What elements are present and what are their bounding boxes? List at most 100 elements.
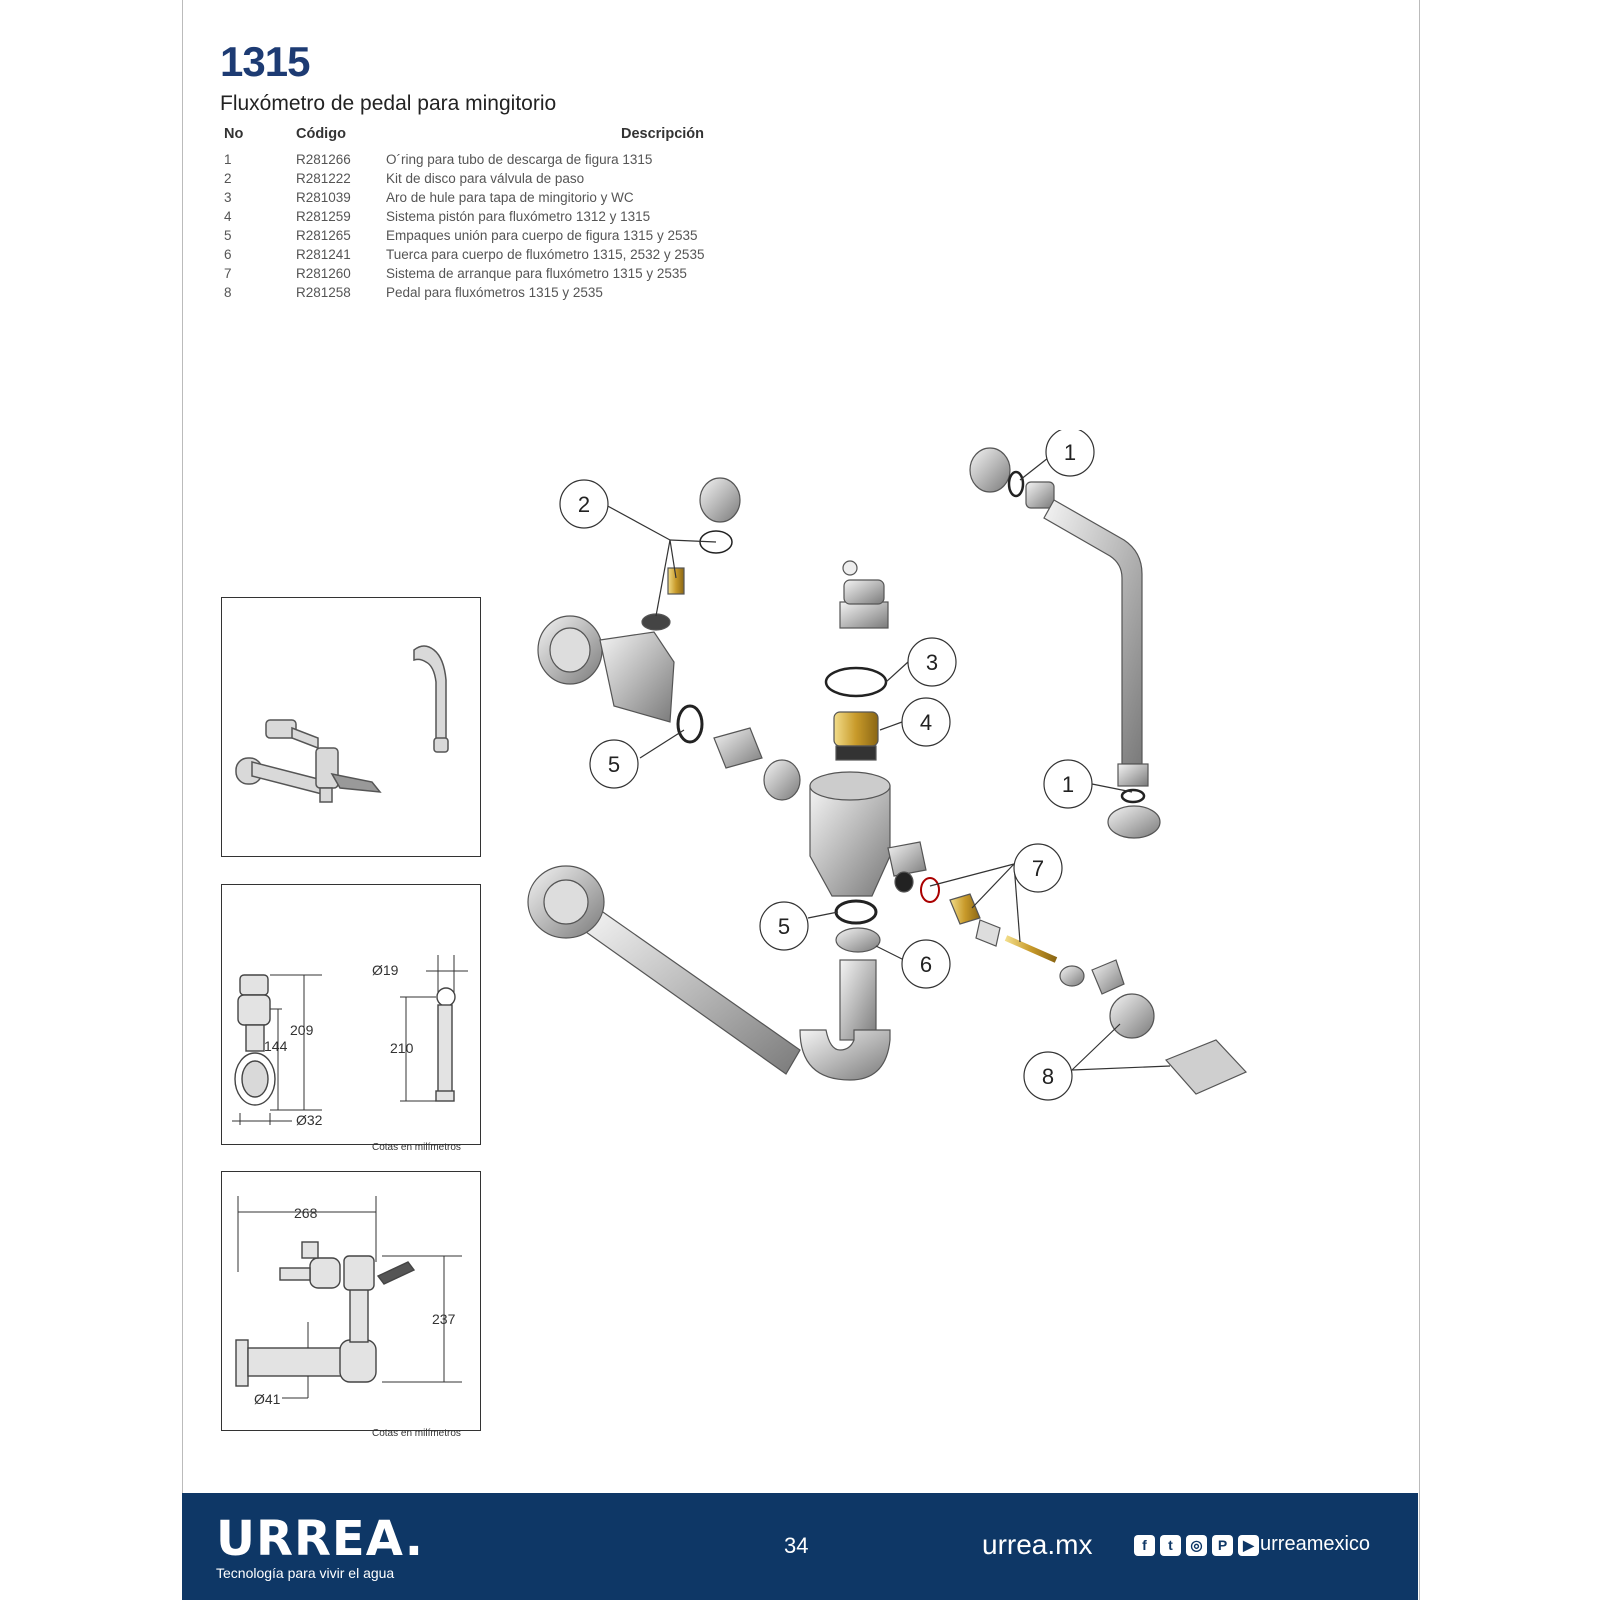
dim-268: 268 <box>294 1205 318 1221</box>
body-cap <box>839 601 889 629</box>
front-dimensions-drawing: 268 237 Ø41 <box>235 1196 462 1407</box>
row-no: 5 <box>224 228 232 243</box>
page-number: 34 <box>784 1533 809 1558</box>
svg-text:5: 5 <box>778 914 790 939</box>
nut-top <box>969 447 1011 493</box>
callout-5-upper: 5 <box>589 739 639 789</box>
svg-text:5: 5 <box>608 752 620 777</box>
urinal-spud-hole <box>543 879 589 925</box>
column-header-description: Descripción <box>621 126 704 142</box>
row-code: R281258 <box>296 285 351 300</box>
row-code: R281241 <box>296 247 351 262</box>
units-note: Cotas en milímetros <box>372 1428 461 1439</box>
urrea-logo: URREA. <box>216 1511 424 1567</box>
row-no: 4 <box>224 209 232 224</box>
side-dimensions-drawing: Ø19 209 144 210 Ø32 <box>232 955 468 1128</box>
flush-tube <box>1043 499 1143 765</box>
youtube-icon[interactable]: ▶ <box>1238 1535 1259 1556</box>
foot-pedal <box>1164 1039 1248 1095</box>
outlet-tube <box>839 959 877 1041</box>
disc-o-ring <box>699 530 733 554</box>
plunger-bushing <box>1059 965 1085 987</box>
table-row: 3 R281039 Aro de hule para tapa de mingito… <box>214 188 704 207</box>
twitter-icon[interactable]: t <box>1160 1535 1181 1556</box>
svg-text:1: 1 <box>1064 440 1076 465</box>
row-no: 2 <box>224 171 232 186</box>
plunger <box>1004 935 1058 963</box>
callout-2: 2 <box>559 479 609 529</box>
row-description: O´ring para tubo de descarga de figura 1… <box>386 152 653 167</box>
social-icons: f t ◎ P ▶ <box>1134 1535 1259 1556</box>
product-title: Fluxómetro de pedal para mingitorio <box>220 92 557 115</box>
row-code: R281039 <box>296 190 351 205</box>
row-code: R281259 <box>296 209 351 224</box>
callout-1-bottom: 1 <box>1043 759 1093 809</box>
handle-seal <box>894 871 914 893</box>
union-sleeve <box>713 727 763 769</box>
callout-5-lower: 5 <box>759 901 809 951</box>
stop-valve-body <box>599 631 675 723</box>
callout-4: 4 <box>901 697 951 747</box>
handle-o-ring <box>920 877 940 903</box>
pinterest-icon[interactable]: P <box>1212 1535 1233 1556</box>
cap-button <box>842 560 858 576</box>
row-no: 6 <box>224 247 232 262</box>
dim-d32: Ø32 <box>296 1112 323 1128</box>
instagram-icon[interactable]: ◎ <box>1186 1535 1207 1556</box>
body-nut <box>835 927 881 953</box>
dim-144: 144 <box>264 1038 288 1054</box>
callout-8: 8 <box>1023 1051 1073 1101</box>
spud-flange <box>1107 805 1161 839</box>
valve-stem <box>667 567 685 595</box>
units-note: Cotas en milímetros <box>372 1142 461 1153</box>
social-handle[interactable]: urreamexico <box>1260 1533 1371 1555</box>
svg-text:8: 8 <box>1042 1064 1054 1089</box>
website-link[interactable]: urrea.mx <box>982 1529 1093 1560</box>
o-ring-bottom <box>1120 788 1146 804</box>
svg-text:3: 3 <box>926 650 938 675</box>
cap-top <box>843 579 885 605</box>
piston-system <box>833 711 879 747</box>
row-description: Pedal para fluxómetros 1315 y 2535 <box>386 285 603 300</box>
tube-nut <box>1117 763 1149 787</box>
dim-210: 210 <box>390 1040 414 1056</box>
exploded-parts-diagram: 1 2 3 4 5 5 6 7 1 8 <box>527 430 1248 1101</box>
row-description: Sistema pistón para fluxómetro 1312 y 13… <box>386 209 651 224</box>
flush-valve-body <box>809 785 891 897</box>
facebook-icon[interactable]: f <box>1134 1535 1155 1556</box>
union-nut <box>763 759 801 801</box>
installation-illustration <box>235 645 449 803</box>
table-header-row: No Código Descripción <box>214 126 704 150</box>
dim-237: 237 <box>432 1311 456 1327</box>
valve-cap <box>699 477 741 523</box>
row-code: R281222 <box>296 171 351 186</box>
column-header-no: No <box>224 126 244 142</box>
row-code: R281260 <box>296 266 351 281</box>
callout-1-top: 1 <box>1045 430 1095 477</box>
pedal-escutcheon <box>1109 993 1155 1039</box>
svg-text:2: 2 <box>578 492 590 517</box>
dimensions-panel-side: Ø19 209 144 210 Ø32 <box>221 884 481 1145</box>
row-description: Sistema de arranque para fluxómetro 1315… <box>386 266 687 281</box>
row-description: Aro de hule para tapa de mingitorio y WC <box>386 190 634 205</box>
coupling-top <box>1025 481 1055 509</box>
column-header-code: Código <box>296 126 346 142</box>
footer-bar: URREA. Tecnología para vivir el agua 34 … <box>182 1493 1418 1600</box>
handle-port <box>887 841 927 877</box>
table-row: 4 R281259 Sistema pistón para fluxómetro 1… <box>214 207 704 226</box>
valve-disc <box>641 613 671 631</box>
handle-bushing <box>949 893 981 925</box>
model-number: 1315 <box>220 38 310 85</box>
svg-text:4: 4 <box>920 710 932 735</box>
row-no: 1 <box>224 152 232 167</box>
svg-text:1: 1 <box>1062 772 1074 797</box>
row-code: R281265 <box>296 228 351 243</box>
row-no: 3 <box>224 190 232 205</box>
handle-spring <box>975 919 1001 947</box>
